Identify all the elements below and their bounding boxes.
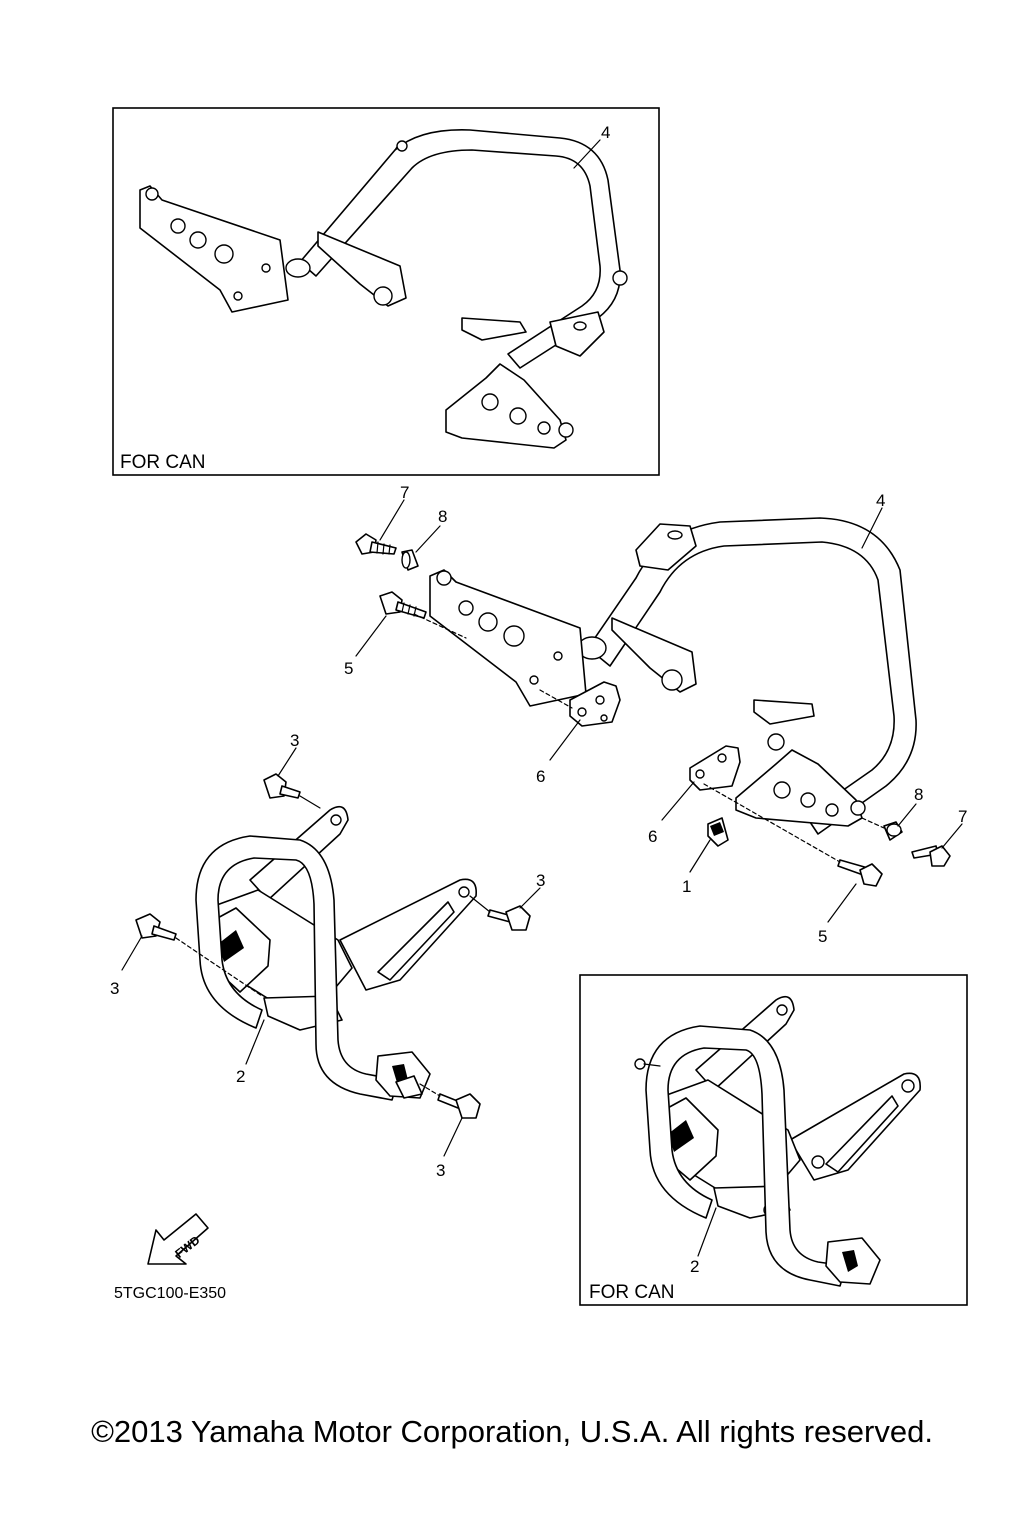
inset-top-label: FOR CAN [120, 452, 206, 473]
inset-bottom-label: FOR CAN [589, 1282, 675, 1303]
callout-3-left: 3 [110, 979, 119, 998]
inset-top-leader-4 [573, 139, 601, 169]
plate-part-6-right [689, 745, 741, 791]
inset-bottom-leader-2 [697, 1207, 717, 1257]
front-guard-part-2 [195, 805, 477, 1101]
callout-5-left: 5 [344, 659, 353, 678]
fwd-arrow-icon: FWD [147, 1213, 209, 1265]
inset-bottom-front-guard [634, 995, 921, 1287]
drawing-code: 5TGC100-E350 [114, 1285, 226, 1302]
callout-6-right: 6 [648, 827, 657, 846]
collar-part-8-right [883, 821, 903, 841]
inset-top-grab-bar [139, 129, 628, 449]
inset-top-frame [112, 107, 660, 476]
inset-top-callout-4: 4 [601, 123, 610, 142]
clip-part-1 [707, 817, 729, 847]
rear-grab-bar-part-4 [429, 517, 917, 835]
callout-7-left: 7 [400, 483, 409, 502]
callout-7-right: 7 [958, 807, 967, 826]
bolt-part-3-top [263, 773, 301, 799]
bolt-part-5-right [837, 859, 883, 887]
callout-8-right: 8 [914, 785, 923, 804]
callout-8-left: 8 [438, 507, 447, 526]
bolt-part-7-left [355, 533, 397, 555]
bolt-part-5-left [379, 591, 427, 619]
callout-5-right: 5 [818, 927, 827, 946]
bolt-part-3-left [135, 913, 177, 941]
main-front-guard-assembly: 3 3 3 2 3 [110, 731, 545, 1180]
inset-bottom-for-can: FOR CAN 2 [579, 974, 968, 1306]
callout-4-main: 4 [876, 491, 885, 510]
callout-3-right: 3 [536, 871, 545, 890]
callout-1: 1 [682, 877, 691, 896]
callout-6-left: 6 [536, 767, 545, 786]
copyright-notice: ©2013 Yamaha Motor Corporation, U.S.A. A… [91, 1414, 933, 1449]
inset-bottom-callout-2: 2 [690, 1257, 699, 1276]
callout-2-main: 2 [236, 1067, 245, 1086]
callout-3-bottom: 3 [436, 1161, 445, 1180]
callout-3-top: 3 [290, 731, 299, 750]
inset-bottom-frame [579, 974, 968, 1306]
bolt-part-3-right [487, 905, 531, 931]
collar-part-8-left [401, 549, 419, 571]
plate-part-6-left [569, 681, 621, 727]
inset-top-for-can: FOR CAN [112, 107, 660, 476]
bolt-part-7-right [911, 845, 951, 867]
bolt-part-3-bottom [437, 1093, 481, 1119]
main-rear-grab-bar-assembly: 7 8 4 5 6 6 1 8 7 5 [344, 483, 967, 946]
